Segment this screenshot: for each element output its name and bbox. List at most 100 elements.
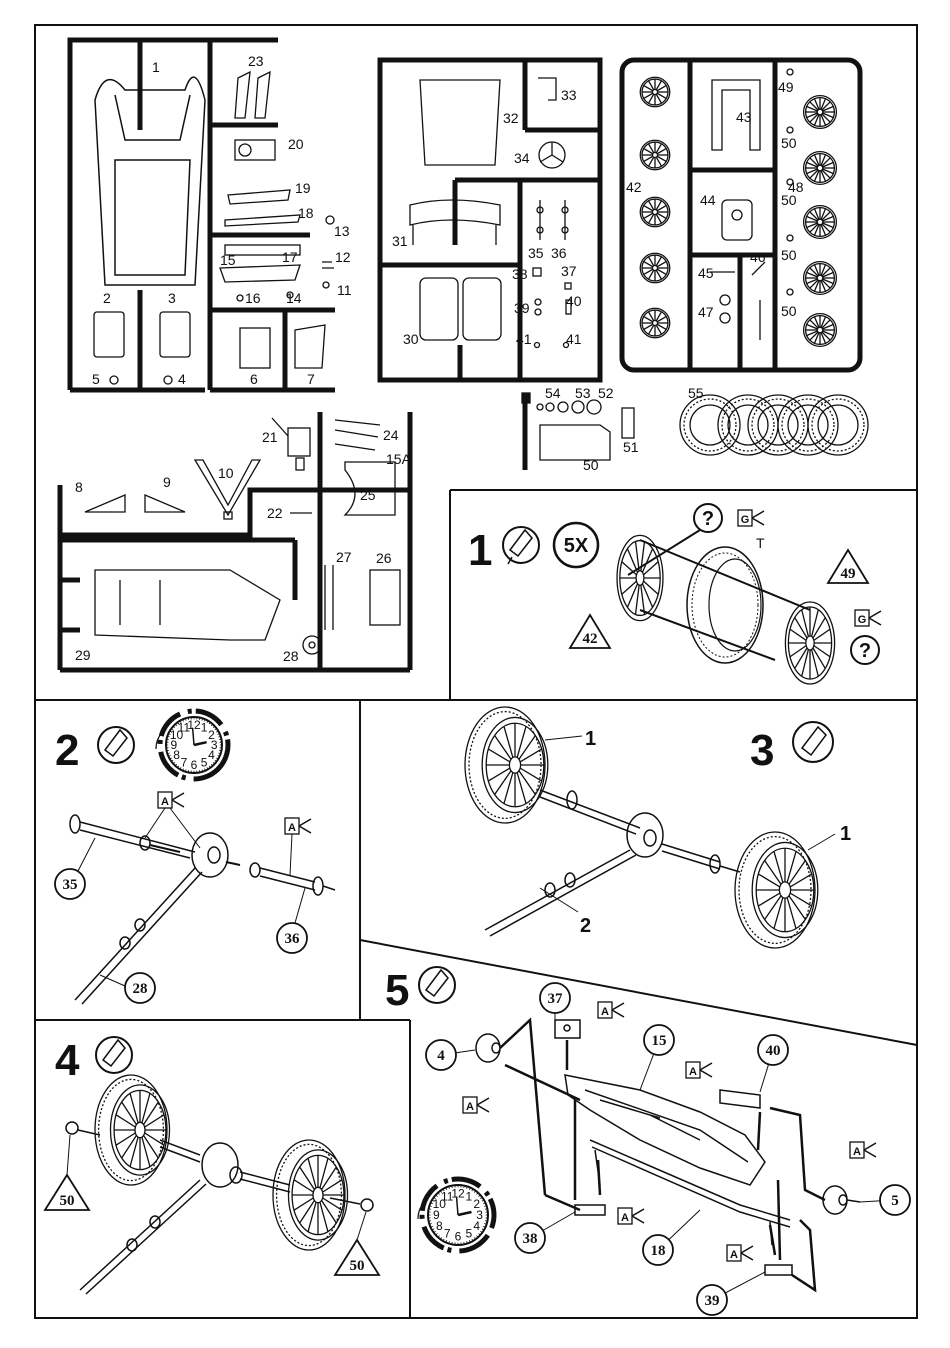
clock-numeral: 11 — [441, 1189, 454, 1203]
part-number-label: 34 — [514, 150, 530, 166]
step-2-number: 2 — [55, 726, 79, 775]
callout-36: 36 — [276, 887, 308, 954]
chassis-frame-15 — [564, 1074, 766, 1186]
sprue-frame-b — [377, 57, 603, 383]
wheel — [802, 204, 838, 240]
svg-text:40: 40 — [766, 1043, 781, 1059]
part-number-label: 42 — [626, 179, 642, 195]
clock-numeral: 10 — [170, 728, 184, 742]
wheel — [272, 1139, 349, 1251]
part-number-label: 38 — [512, 266, 528, 282]
step-frames — [35, 489, 918, 1318]
part-number-label: 28 — [283, 648, 299, 664]
clock-numeral: 8 — [173, 748, 180, 762]
svg-text:36: 36 — [285, 931, 301, 947]
part-number-label: 39 — [514, 300, 530, 316]
step-3-wheel-left — [464, 706, 549, 824]
part-callout-39: 39 — [696, 1271, 766, 1316]
part-number-label: 51 — [623, 439, 639, 455]
part-number-label: 32 — [503, 110, 519, 126]
part-number-label: 27 — [336, 549, 352, 565]
loose-parts-51-55 — [521, 392, 635, 470]
part-callout-18: 18 — [642, 1209, 701, 1266]
paint-tag: G — [858, 614, 867, 626]
svg-text:A: A — [466, 1101, 474, 1113]
part-number-label: 23 — [248, 53, 264, 69]
sprue-parts-b — [409, 77, 572, 349]
clock-numeral: 4 — [208, 748, 215, 762]
page-border — [34, 24, 918, 1319]
part-number-label: 31 — [392, 233, 408, 249]
sprue-small-parts-a — [93, 70, 335, 385]
wheel — [94, 1074, 171, 1186]
part-number-label: 49 — [778, 79, 794, 95]
sprue-parts-c — [710, 79, 766, 340]
part-number-label: 15A — [386, 451, 412, 467]
clock-numeral: 12 — [451, 1186, 465, 1200]
paint-tag: A — [462, 1096, 490, 1114]
paint-tag: A — [597, 1001, 625, 1019]
clock-numeral: 9 — [433, 1208, 440, 1222]
wheel — [802, 312, 838, 348]
part-number-label: 52 — [598, 385, 614, 401]
clock-numeral: 1 — [465, 1189, 472, 1203]
glue-icon — [502, 526, 540, 565]
clock-numeral: 6 — [191, 758, 198, 772]
part-number-label: 41 — [516, 331, 532, 347]
svg-text:5: 5 — [891, 1193, 899, 1209]
svg-text:A: A — [601, 1006, 609, 1018]
part-number-label: 50 — [781, 247, 797, 263]
wheel — [464, 706, 549, 824]
tire-label: T — [756, 535, 765, 551]
svg-text:49: 49 — [841, 566, 856, 582]
multiplier-badge: 5X — [552, 521, 600, 569]
part-number-label: 10 — [218, 465, 234, 481]
part-callout-4: 4 — [425, 1039, 476, 1071]
wheel — [639, 139, 671, 171]
help-mark: ? — [702, 508, 714, 530]
part-number-label: 9 — [163, 474, 171, 490]
part-callout-38: 38 — [514, 1211, 576, 1254]
wheel — [734, 831, 819, 949]
part-number-label: 3 — [168, 290, 176, 306]
part-number-label: 29 — [75, 647, 91, 663]
wheel — [802, 260, 838, 296]
glue-icon — [792, 721, 834, 763]
svg-text:15: 15 — [652, 1033, 667, 1049]
wheel — [639, 76, 671, 108]
part-number-label: 18 — [298, 205, 314, 221]
part-number-label: 50 — [583, 457, 599, 473]
part-number-label: 11 — [337, 282, 352, 298]
callout-50-left: 50 — [43, 1134, 91, 1211]
step-2-arrows — [149, 844, 241, 866]
body-part-1 — [94, 76, 206, 286]
svg-text:A: A — [730, 1249, 738, 1261]
part-number-label: 5 — [92, 371, 100, 387]
clock-numeral: 2 — [208, 728, 215, 742]
part-number-label: 53 — [575, 385, 591, 401]
clock-numeral: 3 — [476, 1208, 483, 1222]
step-4-number: 4 — [55, 1036, 80, 1085]
help-mark: ? — [859, 640, 871, 662]
svg-text:1: 1 — [585, 728, 596, 750]
axle-assembly-2 — [69, 814, 336, 1005]
part-number-label: 6 — [250, 371, 258, 387]
part-number-label: 44 — [700, 192, 716, 208]
clock-numeral: 5 — [465, 1227, 472, 1241]
sprue-frame-d — [57, 412, 413, 673]
clock-numeral: 1 — [201, 721, 208, 735]
part-number-label: 15 — [220, 252, 236, 268]
clock-numeral: 11 — [178, 721, 191, 735]
clock-numeral: 9 — [170, 738, 177, 752]
part-number-label: 17 — [282, 249, 298, 265]
clock-numeral: 12 — [187, 718, 201, 732]
svg-text:28: 28 — [133, 981, 148, 997]
step-1: 1 5X ? G T G — [468, 503, 882, 685]
clock-numeral: 2 — [473, 1197, 480, 1211]
step-1-rim-49 — [784, 601, 836, 685]
step-1-arrows — [627, 529, 811, 661]
